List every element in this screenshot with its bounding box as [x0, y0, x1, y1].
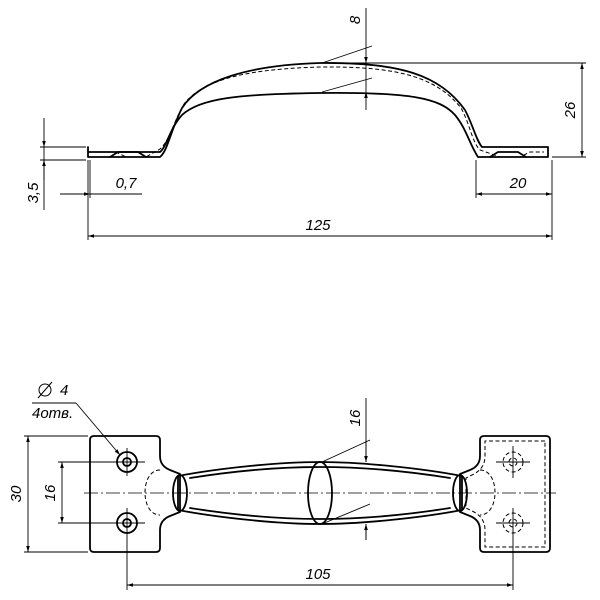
right-mount-plate: [459, 435, 551, 553]
hole-callout: 4 4отв.: [32, 381, 121, 456]
right-foot-dimple: [489, 151, 527, 158]
diameter-symbol-icon: [38, 383, 52, 397]
handle-hidden-line: [96, 66, 544, 158]
hole-count: 4отв.: [32, 405, 73, 422]
dim-foot-length: 20: [509, 175, 527, 192]
dim-plate-width: 30: [8, 485, 25, 502]
dim-base-thickness: 3,5: [25, 182, 42, 204]
dim-hole-pitch: 105: [305, 566, 331, 583]
dim-height: 26: [562, 101, 579, 119]
dim-hole-spacing: 16: [42, 484, 59, 501]
left-mount-plate: [89, 435, 181, 553]
handle-outline-top: [87, 62, 549, 158]
hole-diameter: 4: [60, 382, 68, 399]
side-view: 125 20 0,7 3,5 26 8: [25, 8, 586, 240]
dim-rise: 8: [347, 15, 364, 24]
dim-overall-length: 125: [305, 217, 331, 234]
dim-sheet-thickness: 0,7: [116, 175, 138, 192]
left-foot-dimple: [109, 151, 147, 158]
top-view: 105 30 16 16 4 4отв.: [8, 381, 556, 590]
dim-grip-width: 16: [347, 409, 364, 426]
